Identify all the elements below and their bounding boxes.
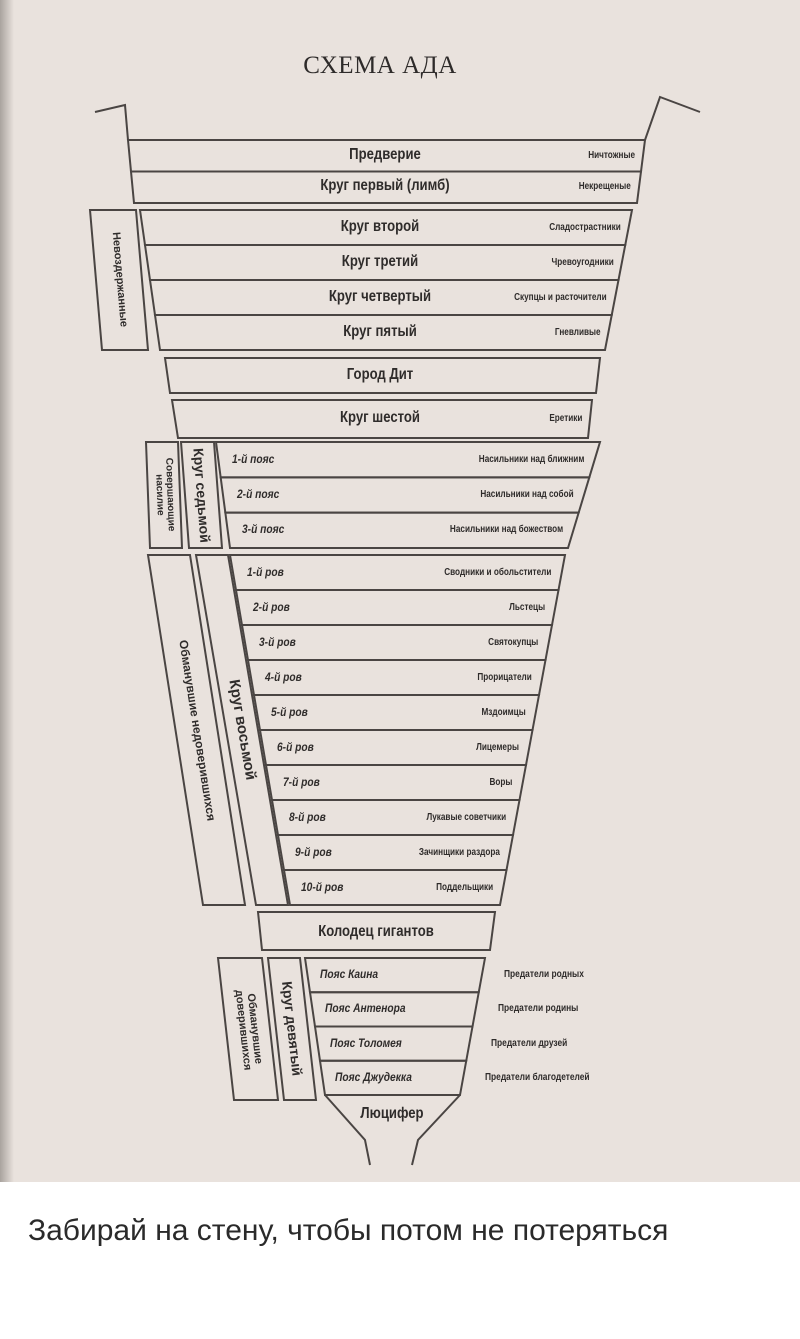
seventh-belt-sinners: Насильники над божеством — [450, 523, 564, 536]
lucifer-left — [324, 1094, 371, 1166]
group-fraud-untrusting-box — [146, 554, 247, 906]
circle-sixth-sinners: Еретики — [548, 412, 582, 424]
circle-incontinent-name: Круг третий — [341, 252, 419, 270]
seventh-belt-sinners: Насильники над ближним — [479, 452, 585, 465]
circle-incontinent-name: Круг второй — [340, 217, 420, 235]
seventh-belt-name: 1-й пояс — [232, 451, 275, 466]
circle-top-name: Предверие — [349, 145, 421, 163]
ninth-zone-name: Пояс Толомея — [329, 1035, 402, 1050]
eighth-ditch-sinners: Лицемеры — [476, 740, 520, 753]
giants-well-name: Колодец гигантов — [318, 923, 434, 940]
ninth-zone-sinners: Предатели родных — [503, 968, 584, 981]
diagram-title: СХЕМА АДА — [303, 52, 457, 79]
eighth-ditch-row — [282, 869, 508, 906]
eighth-ditch-name: 2-й ров — [253, 599, 290, 614]
eighth-ditch-sinners: Мздоимцы — [481, 705, 526, 718]
ninth-circle-label-box — [266, 957, 318, 1101]
eighth-ditch-name: 5-й ров — [271, 704, 308, 719]
eighth-ditch-name: 1-й ров — [247, 564, 284, 579]
eighth-ditch-name: 9-й ров — [295, 844, 332, 859]
circle-incontinent-sinners: Сладострастники — [549, 220, 621, 233]
ninth-zone-name: Пояс Каина — [319, 967, 378, 982]
ninth-zone-sinners: Предатели друзей — [491, 1036, 568, 1049]
circle-top-sinners: Некрещеные — [578, 180, 631, 193]
circle-incontinent-sinners: Чревоугодники — [551, 255, 614, 268]
circle-sixth-name: Круг шестой — [340, 409, 420, 426]
diagram-lines — [88, 95, 701, 1166]
ninth-zone-sinners: Предатели благодетелей — [485, 1070, 590, 1083]
eighth-ditch-name: 6-й ров — [277, 739, 314, 754]
circle-incontinent-name: Круг пятый — [343, 322, 417, 340]
rim-right — [644, 95, 701, 141]
circle-top-sinners: Ничтожные — [588, 148, 635, 161]
eighth-ditch-sinners: Лукавые советчики — [426, 810, 507, 823]
group-fraud-trusting-box — [216, 957, 280, 1101]
seventh-belt-name: 3-й пояс — [241, 522, 284, 537]
lucifer-name: Люцифер — [360, 1105, 424, 1122]
group-violent-box — [144, 441, 184, 549]
eighth-circle-label-box — [194, 554, 290, 906]
eighth-ditch-name: 8-й ров — [289, 809, 326, 824]
seventh-circle-label-box — [179, 441, 224, 549]
ninth-zone-sinners: Предатели родины — [497, 1002, 578, 1015]
eighth-ditch-name: 4-й ров — [265, 669, 302, 684]
eighth-ditch-sinners: Воры — [489, 775, 513, 788]
circle-incontinent-sinners: Гневливые — [554, 325, 601, 338]
eighth-ditch-name: 3-й ров — [259, 634, 296, 649]
lucifer-right — [411, 1094, 461, 1166]
circle-incontinent-sinners: Скупцы и расточители — [514, 290, 608, 303]
eighth-ditch-sinners: Льстецы — [509, 600, 546, 613]
caption-text: Забирай на стену, чтобы потом не потерят… — [28, 1214, 669, 1247]
ninth-zone-name: Пояс Антенора — [324, 1001, 406, 1016]
seventh-belt-row — [224, 511, 581, 549]
circle-sixth-row — [170, 399, 594, 439]
circle-incontinent-row — [153, 314, 613, 351]
circle-top-row — [129, 170, 643, 204]
circle-top-name: Круг первый (лимб) — [320, 177, 450, 195]
rim-left — [94, 103, 129, 141]
circle-incontinent-name: Круг четвертый — [328, 287, 432, 305]
eighth-ditch-sinners: Прорицатели — [477, 670, 533, 683]
eighth-ditch-sinners: Сводники и обольстители — [444, 565, 552, 578]
eighth-ditch-name: 7-й ров — [283, 774, 320, 789]
ninth-zone-name: Пояс Джудекка — [334, 1069, 412, 1084]
group-incontinent-box — [88, 209, 150, 351]
seventh-belt-sinners: Насильники над собой — [480, 488, 574, 500]
group-violent: Совершающие насилие — [153, 457, 177, 532]
giants-well-row — [256, 911, 497, 951]
eighth-ditch-sinners: Поддельщики — [436, 880, 494, 893]
eighth-ditch-name: 10-й ров — [301, 879, 344, 894]
eighth-ditch-sinners: Зачинщики раздора — [418, 845, 500, 858]
eighth-ditch-sinners: Святокупцы — [488, 635, 539, 648]
seventh-belt-name: 2-й пояс — [237, 487, 280, 501]
city-dit-name: Город Дит — [346, 366, 414, 383]
city-dit-row — [163, 357, 602, 394]
